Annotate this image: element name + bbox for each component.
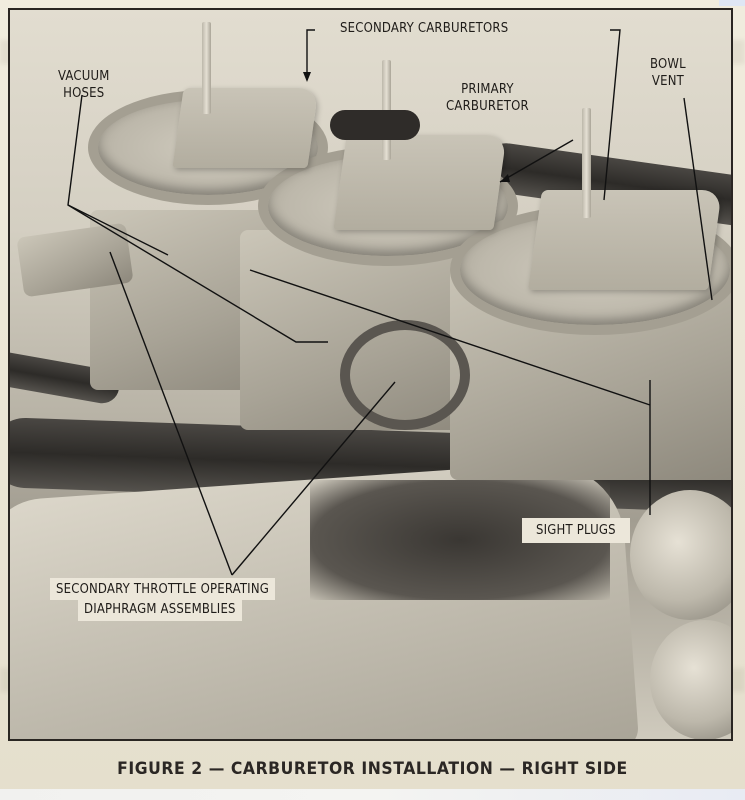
air-filter-housing (630, 490, 731, 620)
label-line: PRIMARY (461, 82, 514, 97)
label-line: DIAPHRAGM ASSEMBLIES (84, 602, 236, 617)
right-carb-scoop (527, 190, 723, 290)
label-secondary-throttle-diaphragm: SECONDARY THROTTLE OPERATING (50, 578, 276, 600)
vacuum-hose-ring (340, 320, 470, 430)
left-carb-scoop (172, 88, 319, 168)
scan-artifact (719, 0, 745, 6)
label-line: HOSES (63, 86, 105, 101)
carburetor-photo (10, 10, 731, 739)
label-line: VACUUM (58, 69, 110, 84)
label-line: VENT (651, 74, 684, 89)
label-sight-plugs: SIGHT PLUGS (522, 518, 630, 543)
scan-bottom-edge (0, 789, 745, 800)
label-line: CARBURETOR (446, 99, 529, 114)
label-secondary-throttle-diaphragm-2: DIAPHRAGM ASSEMBLIES (78, 599, 242, 621)
label-secondary-carburetors: SECONDARY CARBURETORS (340, 21, 509, 36)
label-bowl-vent: BOWL VENT (650, 56, 686, 90)
figure-photo-frame: SECONDARY CARBURETORS VACUUM HOSES PRIMA… (8, 8, 733, 741)
label-vacuum-hoses: VACUUM HOSES (58, 68, 110, 102)
alternator-pulley (650, 620, 731, 739)
figure-caption: FIGURE 2 — CARBURETOR INSTALLATION — RIG… (117, 759, 628, 779)
center-carb-scoop (333, 135, 507, 230)
label-line: BOWL (650, 57, 686, 72)
label-line: SECONDARY THROTTLE OPERATING (56, 582, 270, 597)
vacuum-hose-loop (330, 110, 420, 140)
label-primary-carburetor: PRIMARY CARBURETOR (446, 81, 529, 115)
left-carb-stud (202, 22, 211, 114)
right-carb-stud (582, 108, 591, 218)
